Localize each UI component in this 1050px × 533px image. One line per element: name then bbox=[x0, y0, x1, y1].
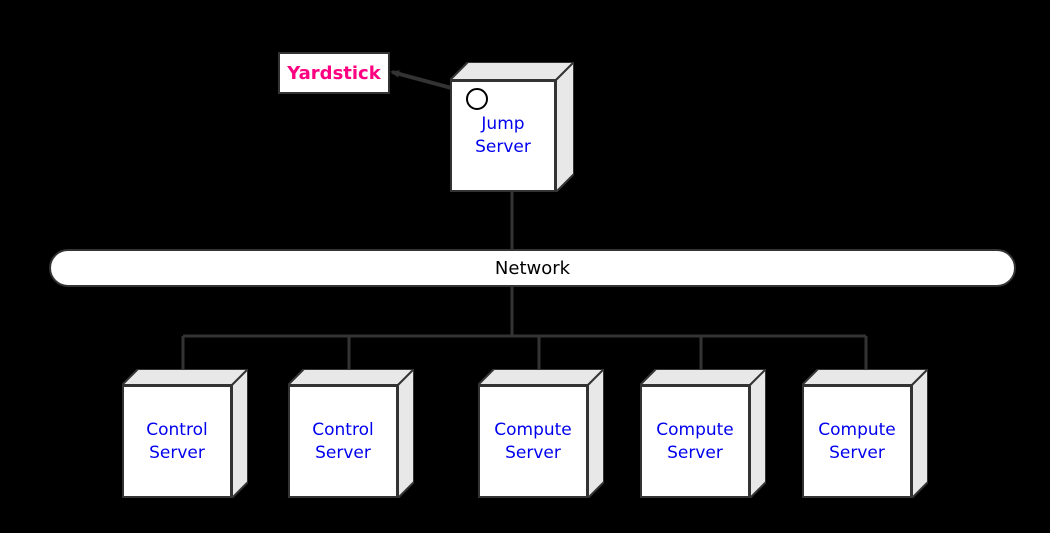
yardstick-note-label: Yardstick bbox=[287, 62, 381, 84]
server-2-label: Compute Server bbox=[494, 419, 572, 463]
server-0-3d-faces bbox=[122, 369, 248, 498]
yardstick-note[interactable]: Yardstick bbox=[278, 52, 390, 94]
server-0-front-face: Control Server bbox=[122, 385, 232, 498]
server-0-label: Control Server bbox=[146, 419, 208, 463]
server-1-label: Control Server bbox=[312, 419, 374, 463]
node-server-2[interactable]: Compute Server bbox=[478, 369, 604, 498]
node-server-4[interactable]: Compute Server bbox=[802, 369, 928, 498]
node-server-3[interactable]: Compute Server bbox=[640, 369, 766, 498]
server-2-3d-faces bbox=[478, 369, 604, 498]
node-server-1[interactable]: Control Server bbox=[288, 369, 414, 498]
jump-server-interface-circle-icon[interactable] bbox=[466, 88, 488, 110]
node-server-0[interactable]: Control Server bbox=[122, 369, 248, 498]
server-4-front-face: Compute Server bbox=[802, 385, 912, 498]
network-label: Network bbox=[494, 257, 571, 279]
node-network[interactable]: Network bbox=[49, 249, 1016, 287]
server-2-front-face: Compute Server bbox=[478, 385, 588, 498]
server-4-3d-faces bbox=[802, 369, 928, 498]
node-jump-server[interactable]: Jump Server bbox=[450, 62, 574, 192]
server-1-front-face: Control Server bbox=[288, 385, 398, 498]
server-3-label: Compute Server bbox=[656, 419, 734, 463]
server-1-3d-faces bbox=[288, 369, 414, 498]
server-4-label: Compute Server bbox=[818, 419, 896, 463]
jump-server-label: Jump Server bbox=[475, 114, 531, 157]
server-3-front-face: Compute Server bbox=[640, 385, 750, 498]
